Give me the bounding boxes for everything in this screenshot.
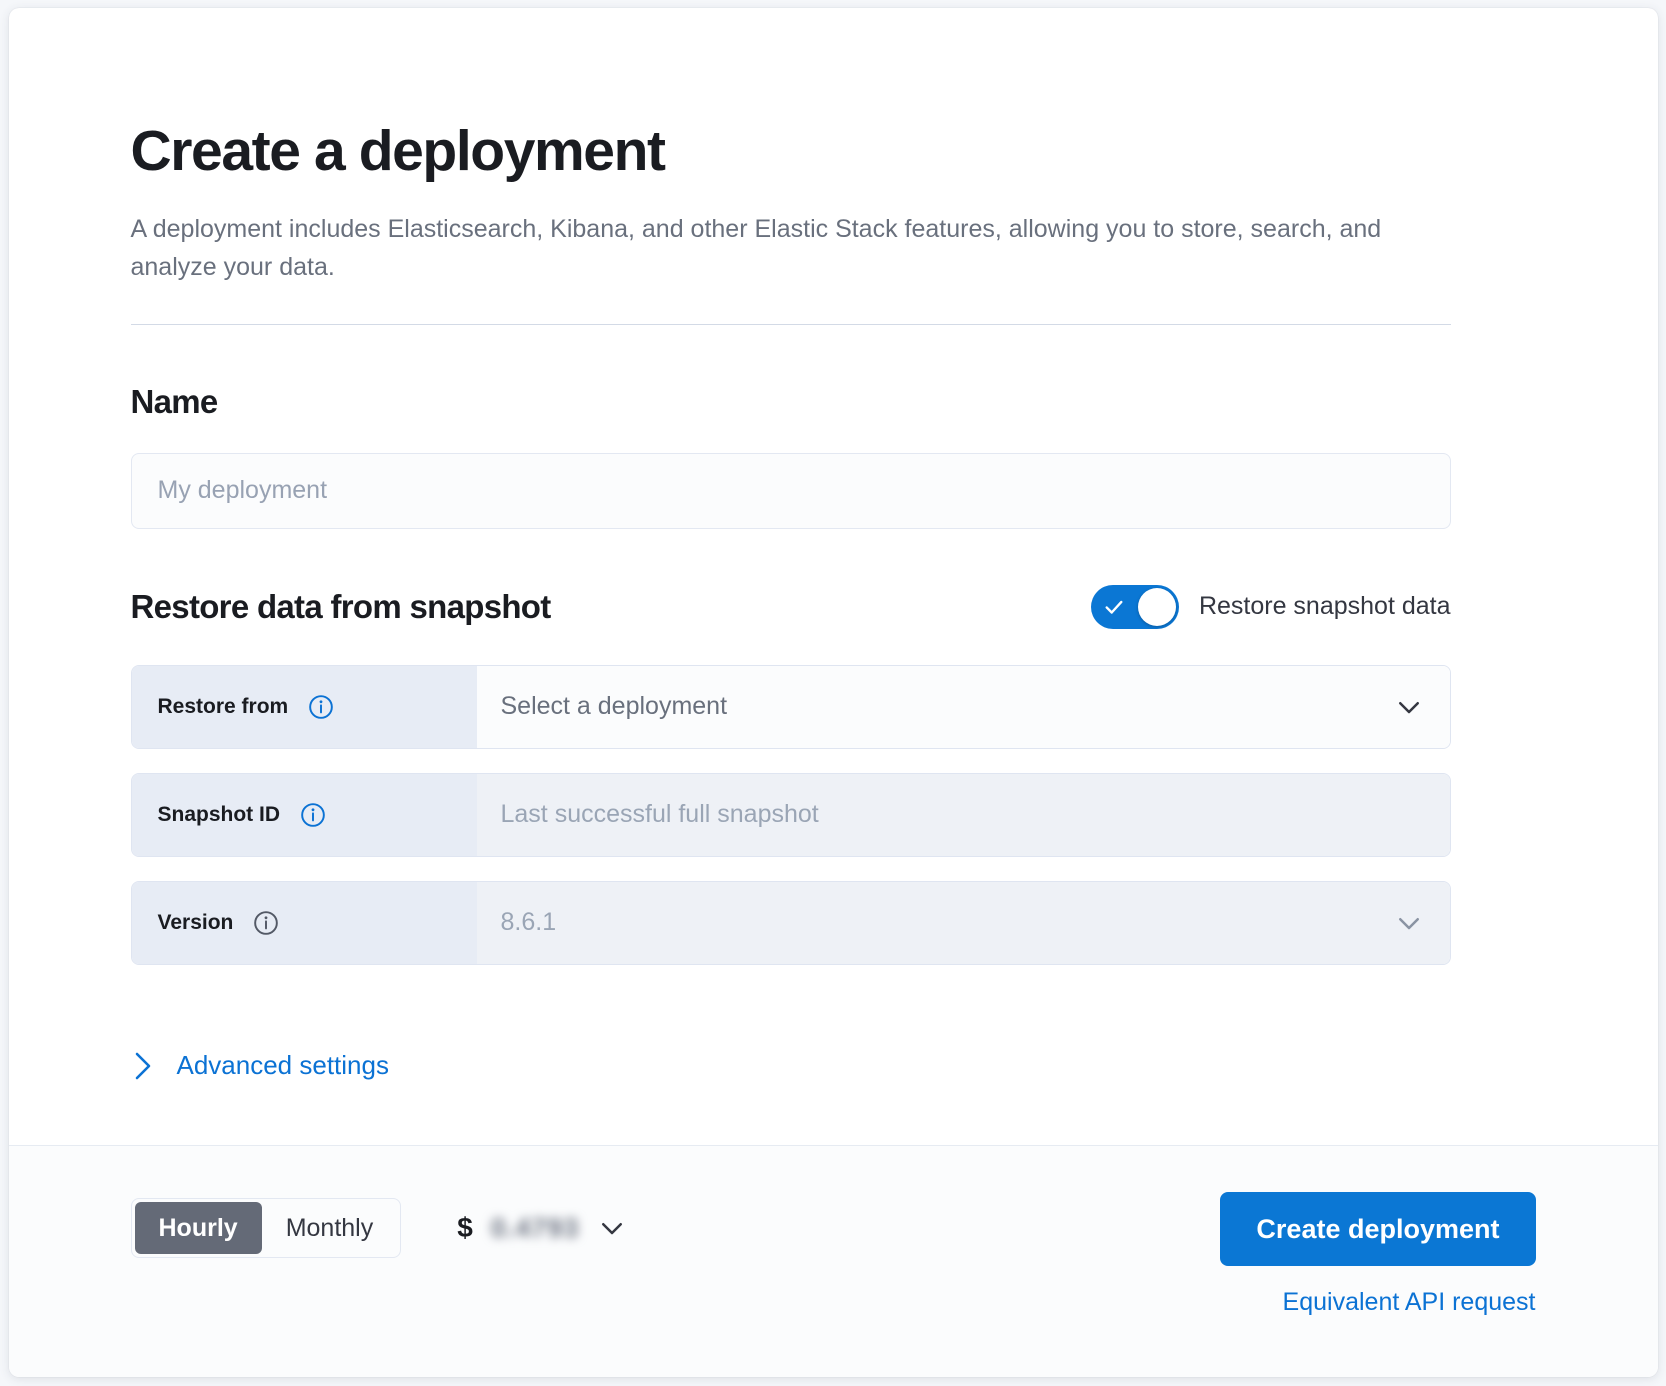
snapshot-id-label: Snapshot ID: [157, 802, 281, 826]
price-currency: $: [457, 1212, 473, 1243]
toggle-knob: [1137, 587, 1176, 626]
price-display[interactable]: $ 0.4793: [457, 1212, 627, 1244]
name-section-title: Name: [130, 382, 219, 420]
billing-controls: Hourly Monthly $ 0.4793: [130, 1192, 628, 1258]
billing-option-monthly[interactable]: Monthly: [285, 1213, 374, 1242]
restore-section-header: Restore data from snapshot Restore snaps…: [130, 584, 1451, 629]
deployment-name-input[interactable]: [130, 452, 1451, 529]
restore-from-row: Restore from Select a deployment: [130, 664, 1451, 749]
header-divider: [130, 323, 1451, 325]
version-label: Version: [157, 910, 234, 934]
snapshot-id-label-prepend: Snapshot ID: [131, 773, 477, 856]
chevron-down-icon[interactable]: [1394, 692, 1424, 722]
chevron-down-icon[interactable]: [597, 1213, 627, 1243]
version-value: 8.6.1: [500, 908, 557, 937]
version-label-prepend: Version: [131, 881, 477, 964]
restore-section-title: Restore data from snapshot: [130, 587, 552, 625]
page-title: Create a deployment: [130, 119, 666, 183]
restore-form-rows: Restore from Select a deployment: [130, 664, 1658, 965]
version-row: Version 8.6.1: [130, 880, 1451, 965]
form-content: Create a deployment A deployment include…: [9, 8, 1658, 1088]
restore-from-label: Restore from: [157, 694, 289, 718]
billing-option-hourly[interactable]: Hourly: [134, 1202, 262, 1254]
snapshot-id-row: Snapshot ID Last successful full snapsho…: [130, 772, 1451, 857]
version-select[interactable]: 8.6.1: [476, 881, 1450, 964]
name-section: Name: [130, 382, 1658, 529]
restore-snapshot-toggle[interactable]: [1090, 584, 1179, 629]
equivalent-api-request-link[interactable]: Equivalent API request: [1282, 1288, 1536, 1316]
restore-from-value: Select a deployment: [500, 692, 728, 721]
chevron-down-icon[interactable]: [1394, 908, 1424, 938]
advanced-settings-label: Advanced settings: [176, 1050, 389, 1081]
snapshot-id-value: Last successful full snapshot: [500, 800, 819, 829]
billing-period-segmented-control[interactable]: Hourly Monthly: [130, 1198, 402, 1258]
restore-from-label-prepend: Restore from: [131, 665, 477, 748]
restore-from-select[interactable]: Select a deployment: [476, 665, 1450, 748]
page-subtitle: A deployment includes Elasticsearch, Kib…: [130, 214, 1382, 281]
restore-toggle-group[interactable]: Restore snapshot data: [1090, 584, 1451, 629]
info-icon[interactable]: [253, 910, 279, 936]
advanced-settings-toggle[interactable]: Advanced settings: [131, 1049, 389, 1083]
create-deployment-button[interactable]: Create deployment: [1220, 1192, 1536, 1266]
bottom-action-bar: Hourly Monthly $ 0.4793 Create deploymen…: [8, 1145, 1658, 1377]
info-icon[interactable]: [300, 802, 326, 828]
restore-toggle-label: Restore snapshot data: [1198, 592, 1451, 621]
submit-controls: Create deployment Equivalent API request: [1220, 1192, 1536, 1317]
check-icon: [1105, 600, 1123, 614]
chevron-right-icon: [135, 1052, 150, 1080]
price-value: 0.4793: [490, 1212, 580, 1243]
info-icon[interactable]: [308, 694, 334, 720]
snapshot-id-input[interactable]: Last successful full snapshot: [476, 773, 1450, 856]
create-deployment-card: Create a deployment A deployment include…: [8, 8, 1658, 1377]
